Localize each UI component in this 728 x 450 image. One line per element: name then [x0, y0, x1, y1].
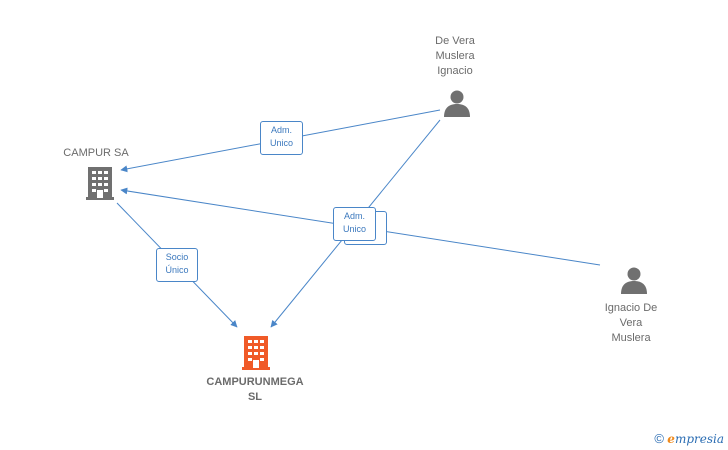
label-line: Vera: [619, 317, 643, 329]
label-line: De Vera: [435, 35, 475, 47]
brand-initial: e: [667, 432, 675, 446]
label-line: CAMPURUNMEGA: [206, 376, 304, 388]
brand-name: mpresia: [674, 432, 724, 446]
edge-label-adm-unico[interactable]: Adm. Unico: [333, 207, 376, 241]
label-line: Ignacio: [437, 65, 473, 77]
edge-label-adm-unico[interactable]: Adm. Unico: [260, 121, 303, 155]
label-line: Muslera: [611, 332, 651, 344]
person-icon[interactable]: [442, 88, 472, 118]
edge-label-socio-unico[interactable]: Socio Único: [156, 248, 198, 282]
empresia-logo: © empresia: [654, 431, 724, 446]
company-label-campurunmega: CAMPURUNMEGA SL: [190, 375, 320, 405]
person-label-ignacio: Ignacio De Vera Muslera: [586, 301, 676, 346]
building-icon[interactable]: [240, 335, 272, 371]
edge-label-line: Único: [165, 265, 189, 275]
edge-label-line: Unico: [342, 224, 366, 234]
copyright-symbol: ©: [654, 431, 664, 446]
edge-label-line: Adm.: [343, 211, 365, 221]
label-line: SL: [247, 391, 263, 403]
label-line: Ignacio De: [604, 302, 658, 314]
person-label-devera: De Vera Muslera Ignacio: [410, 34, 500, 79]
edge-label-line: Socio: [165, 252, 189, 262]
label-line: Muslera: [435, 50, 475, 62]
person-icon[interactable]: [619, 265, 649, 295]
building-icon[interactable]: [84, 166, 116, 200]
edge-label-line: Unico: [269, 138, 293, 148]
company-label-campursa: CAMPUR SA: [63, 147, 129, 159]
edge-label-line: Adm.: [270, 125, 292, 135]
